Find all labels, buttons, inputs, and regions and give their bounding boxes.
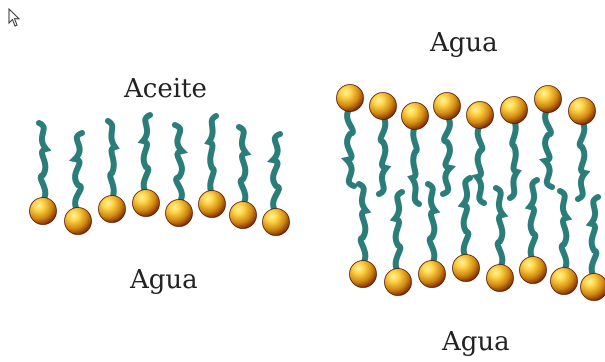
lipid-tail-icon: [530, 180, 537, 260]
phospholipid-head-icon: [385, 269, 412, 296]
monolayer: [30, 115, 290, 236]
label-water-top: Agua: [430, 28, 498, 58]
phospholipid-head-icon: [30, 198, 57, 225]
lipid-tail-icon: [209, 116, 216, 194]
phospholipid-head-icon: [263, 209, 290, 236]
lipid-tail-icon: [395, 192, 402, 272]
lipid-tail-icon: [75, 133, 82, 211]
phospholipid-head-icon: [230, 202, 257, 229]
label-water-left: Agua: [130, 265, 198, 295]
lipid-tail-icon: [175, 125, 182, 203]
phospholipid-head-icon: [133, 190, 160, 217]
phospholipid-head-icon: [99, 196, 126, 223]
label-oil: Aceite: [124, 74, 207, 104]
lipid-tail-icon: [412, 126, 419, 204]
lipid-tail-icon: [560, 191, 567, 271]
phospholipid-head-icon: [453, 255, 480, 282]
phospholipid-head-icon: [370, 93, 397, 120]
lipid-tail-icon: [545, 109, 552, 187]
phospholipid-head-icon: [520, 257, 547, 284]
phospholipid-head-icon: [350, 261, 377, 288]
lipid-tail-icon: [463, 178, 470, 258]
cursor-arrow-icon: [8, 8, 22, 28]
phospholipid-head-icon: [402, 103, 429, 130]
lipid-tail-icon: [379, 116, 386, 194]
lipid-tail-icon: [578, 121, 585, 199]
lipid-tail-icon: [359, 184, 366, 264]
phospholipid-head-icon: [199, 191, 226, 218]
lipid-tail-icon: [428, 184, 435, 264]
lipid-tail-icon: [510, 120, 517, 198]
lipid-tail-icon: [443, 116, 450, 194]
lipid-tail-icon: [477, 125, 484, 203]
phospholipid-head-icon: [467, 102, 494, 129]
phospholipid-head-icon: [487, 265, 514, 292]
lipid-tail-icon: [496, 188, 503, 268]
phospholipid-head-icon: [551, 268, 578, 295]
lipid-tail-icon: [39, 123, 46, 201]
phospholipid-head-icon: [501, 97, 528, 124]
phospholipid-head-icon: [535, 86, 562, 113]
phospholipid-head-icon: [65, 208, 92, 235]
phospholipid-head-icon: [166, 200, 193, 227]
phospholipid-head-icon: [419, 261, 446, 288]
lipid-tail-icon: [591, 197, 598, 277]
lipid-tail-icon: [239, 127, 246, 205]
lipid-tail-icon: [273, 134, 280, 212]
bilayer: [337, 85, 605, 301]
label-water-bottom: Agua: [442, 327, 510, 357]
lipid-tail-icon: [108, 121, 115, 199]
lipid-tail-icon: [347, 108, 354, 186]
phospholipid-head-icon: [581, 274, 605, 301]
phospholipid-head-icon: [569, 98, 596, 125]
phospholipid-head-icon: [434, 93, 461, 120]
phospholipid-head-icon: [337, 85, 364, 112]
lipid-tail-icon: [143, 115, 150, 193]
